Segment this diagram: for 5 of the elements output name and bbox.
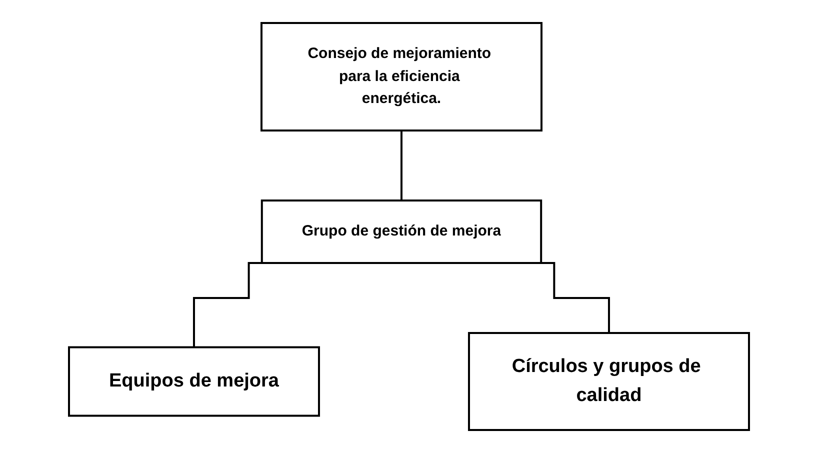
node-box: Grupo de gestión de mejora [260, 199, 542, 264]
node-box: Equipos de mejora [68, 346, 320, 416]
node-box: Círculos y grupos de calidad [468, 332, 750, 430]
node-box: Consejo de mejoramiento para la eficiencia energética. [260, 22, 542, 131]
connector [400, 129, 402, 201]
